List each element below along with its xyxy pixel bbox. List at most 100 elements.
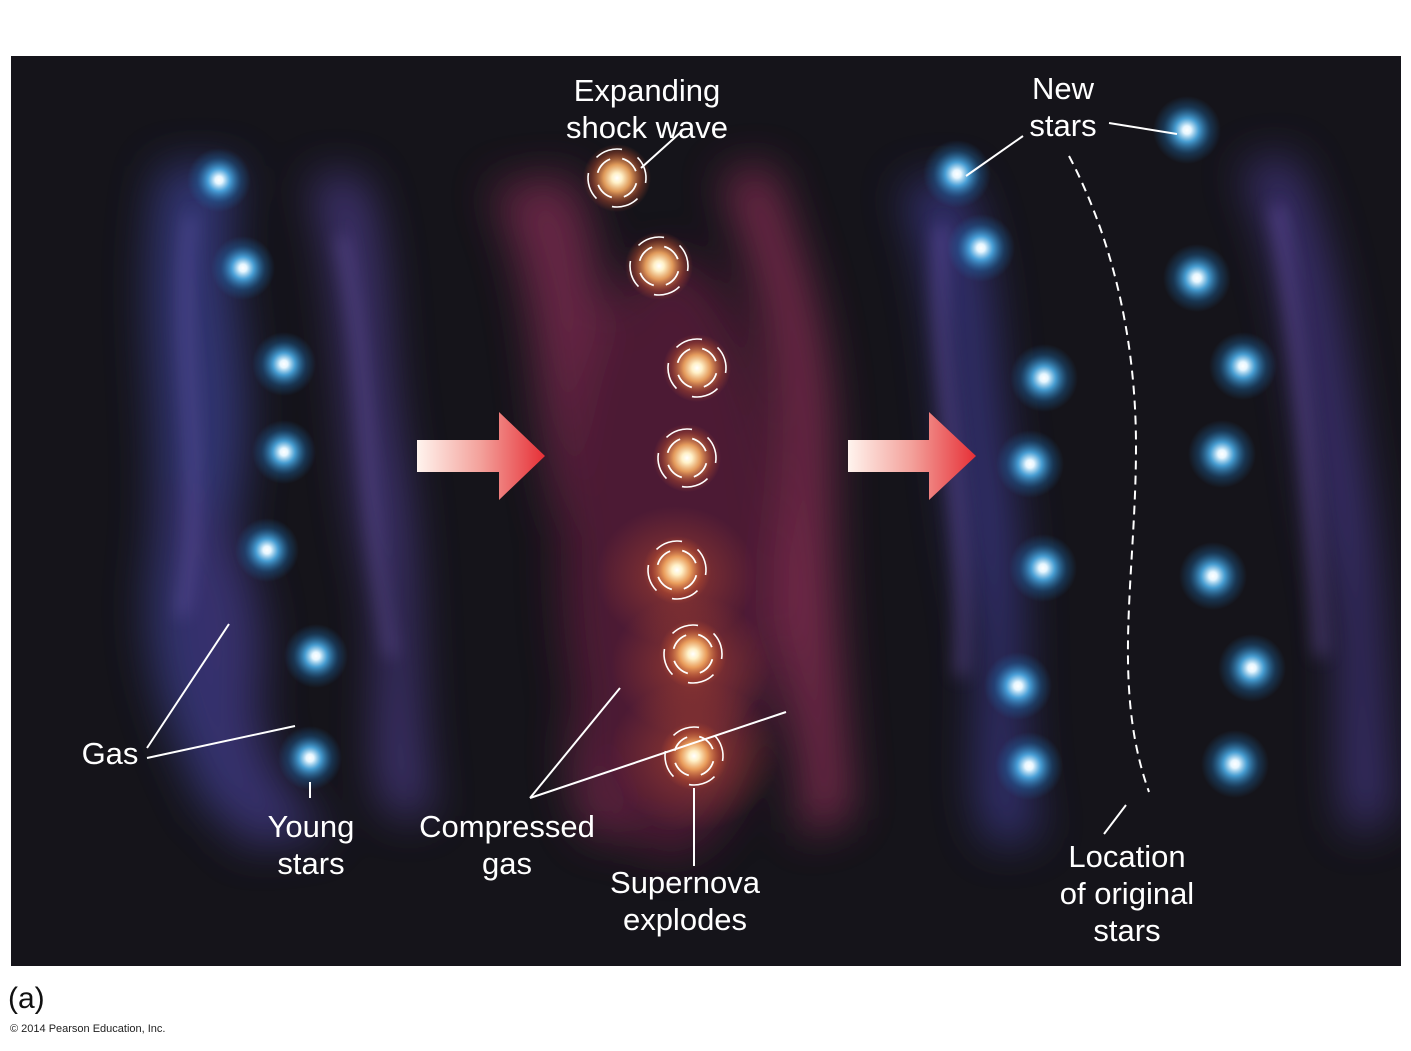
shock-wave-arc: [587, 172, 598, 200]
shock-wave-arc: [683, 574, 698, 590]
shock-wave-arc: [647, 564, 658, 592]
shock-wave-arc: [656, 550, 671, 566]
shock-wave-arc: [713, 734, 724, 762]
arrow-right-icon: [848, 412, 976, 500]
shock-wave-arc: [701, 347, 717, 362]
young-star: [235, 518, 299, 582]
shock-wave-arc: [676, 348, 691, 364]
shock-wave-arc: [655, 540, 683, 551]
shock-wave-arc: [674, 762, 690, 777]
label-gas: Gas: [81, 736, 139, 771]
shock-wave-arc: [681, 549, 697, 564]
shock-wave-arc: [595, 148, 623, 159]
shock-wave-arc: [675, 338, 703, 349]
supernova-star: [660, 722, 728, 790]
supernova-star: [583, 144, 651, 212]
new-star: [1163, 244, 1231, 312]
shock-wave-arc: [691, 437, 707, 452]
copyright-notice: © 2014 Pearson Education, Inc.: [10, 1023, 166, 1035]
shock-wave-arc: [698, 735, 714, 750]
shock-wave-arc: [611, 197, 639, 208]
new-star: [995, 732, 1063, 800]
shock-wave-arc: [696, 548, 707, 576]
shock-wave-arc: [678, 244, 689, 272]
supernova-star: [653, 424, 721, 492]
shock-wave-arc: [677, 374, 693, 389]
shock-wave-arc: [687, 673, 715, 684]
shock-wave-arc: [597, 184, 613, 199]
shock-wave-arc: [665, 428, 693, 439]
shock-wave-arc: [673, 660, 689, 675]
new-star: [923, 140, 991, 208]
young-stars: [187, 148, 348, 790]
new-star: [996, 430, 1064, 498]
young-star: [278, 726, 342, 790]
new-star: [947, 214, 1015, 282]
shock-wave-arc: [665, 270, 680, 286]
shock-wave-arc: [666, 438, 681, 454]
young-star: [211, 236, 275, 300]
shock-wave-arc: [657, 452, 668, 480]
shock-wave-arc: [681, 477, 709, 488]
leader-lines: [146, 122, 1178, 866]
shock-wave-arc: [672, 634, 687, 650]
new-star: [1218, 634, 1286, 702]
supernova-star: [663, 334, 731, 402]
shock-wave-arc: [663, 648, 674, 676]
panel-letter: (a): [8, 982, 45, 1015]
young-star: [252, 420, 316, 484]
shock-wave-arc: [700, 760, 715, 776]
shock-wave-arc: [667, 464, 683, 479]
shock-wave-arc: [629, 260, 640, 288]
shock-wave-arc: [672, 726, 700, 737]
shock-wave-arc: [691, 387, 719, 398]
shock-wave-arc: [699, 658, 714, 674]
shock-wave-arc: [637, 236, 665, 247]
diagram-artwork: [146, 96, 1391, 866]
new-star: [1188, 420, 1256, 488]
shock-wave-arc: [653, 285, 681, 296]
new-stars: [923, 96, 1286, 800]
shock-wave-arc: [703, 372, 718, 388]
supernova-stars: [583, 144, 731, 790]
shock-wave-arc: [621, 157, 637, 172]
young-star: [284, 624, 348, 688]
shock-wave-arc: [638, 246, 653, 262]
shock-wave-arc: [712, 632, 723, 660]
shock-wave-arc: [688, 775, 716, 786]
young-star: [252, 332, 316, 396]
supernova-star: [643, 536, 711, 604]
shock-wave-arc: [697, 633, 713, 648]
new-star: [1009, 534, 1077, 602]
shock-wave-arc: [667, 362, 678, 390]
shock-wave-arc: [671, 624, 699, 635]
shock-wave-arc: [663, 245, 679, 260]
new-star: [1010, 344, 1078, 412]
new-star: [1209, 332, 1277, 400]
shock-wave-arc: [623, 182, 638, 198]
gas-cloud-left-wisps: [177, 215, 395, 657]
supernova-star: [659, 620, 727, 688]
new-star: [984, 652, 1052, 720]
supernova-star: [625, 232, 693, 300]
young-star: [187, 148, 251, 212]
new-star: [1201, 730, 1269, 798]
arrow-right-icon: [417, 412, 545, 500]
shock-wave-arc: [657, 576, 673, 591]
new-star: [1179, 542, 1247, 610]
shock-wave-arc: [716, 346, 727, 374]
original-location-dashed-line: [1068, 155, 1150, 793]
new-star: [1153, 96, 1221, 164]
shock-wave-arc: [596, 158, 611, 174]
shock-wave-arc: [706, 436, 717, 464]
shock-wave-arc: [639, 272, 655, 287]
shock-wave-arc: [693, 462, 708, 478]
shock-wave-arc: [636, 156, 647, 184]
